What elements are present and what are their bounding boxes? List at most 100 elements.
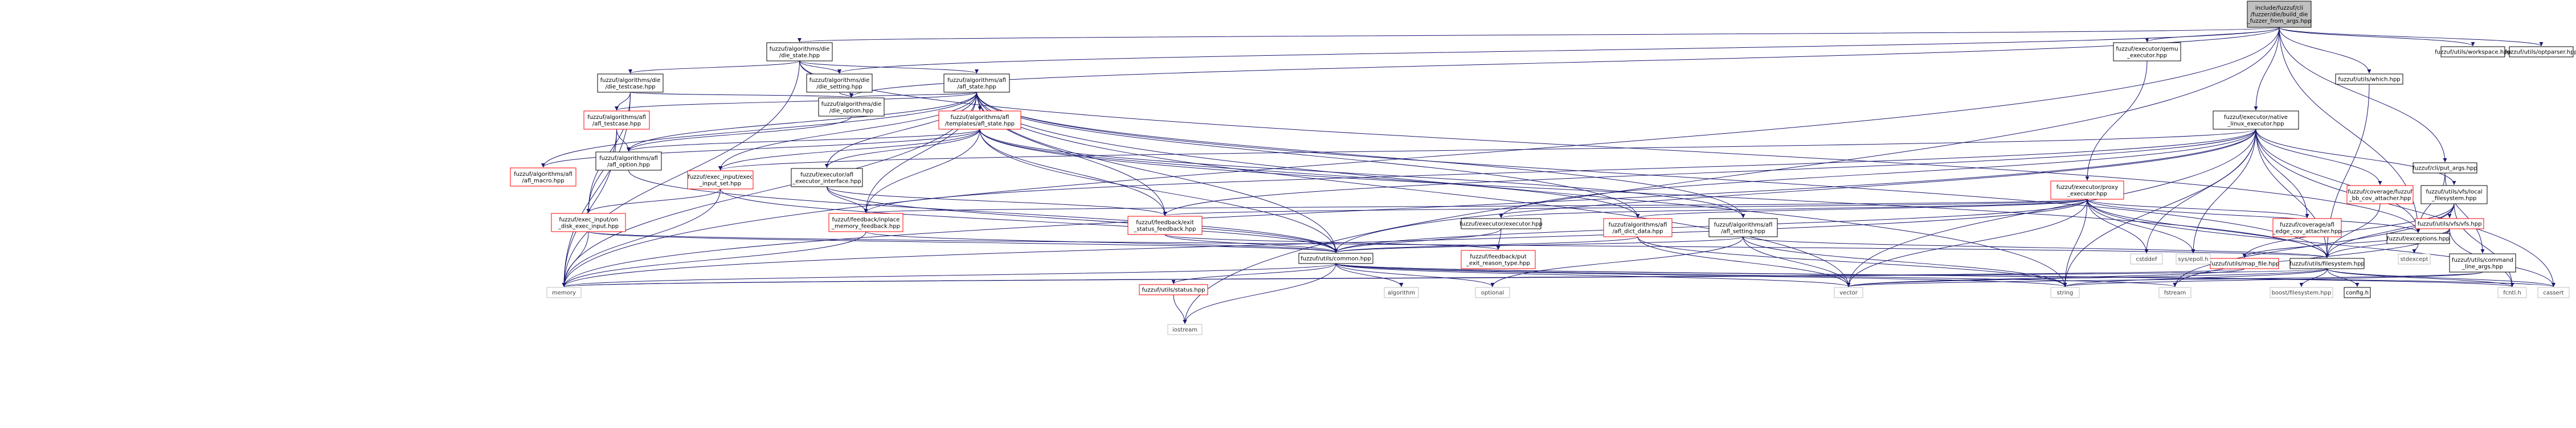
node-box	[1708, 218, 1778, 237]
node-box	[2415, 218, 2484, 229]
node-qemu-executor[interactable]: fuzzuf/executor/qemu_executor.hpp	[2113, 42, 2181, 61]
node-status[interactable]: fuzzuf/utils/status.hpp	[1139, 284, 1208, 295]
node-label-line: cassert	[2543, 290, 2563, 297]
node-box	[551, 213, 626, 232]
edge-root-to-memory	[562, 27, 2280, 287]
edge-proxy-executor-to-exceptions	[2087, 199, 2420, 233]
node-label-line: _disk_exec_input.hpp	[558, 223, 619, 229]
node-exit-reason-type[interactable]: fuzzuf/feedback/put_exit_reason_type.hpp	[1461, 250, 1536, 269]
edge-templates-afl-state-to-afl-macro	[541, 129, 980, 168]
node-die-option[interactable]: fuzzuf/algorithms/die/die_option.hpp	[818, 97, 885, 117]
node-label-line: /die_testcase.hpp	[605, 84, 655, 90]
edge-afl-testcase-to-afl-option	[616, 129, 631, 152]
node-die-testcase[interactable]: fuzzuf/algorithms/die/die_testcase.hpp	[597, 73, 664, 93]
node-bb-cov-attacher[interactable]: fuzzuf/coverage/fuzzuf_bb_cov_attacher.h…	[2346, 185, 2414, 204]
edge-status-to-iostream	[1173, 294, 1187, 324]
node-root[interactable]: include/fuzzuf/cli/fuzzer/die/build_die_…	[2247, 1, 2312, 28]
node-label-line: fuzzuf/feedback/exit	[1136, 220, 1194, 226]
node-label-line: _filesystem.hpp	[2431, 195, 2477, 201]
node-box	[2270, 287, 2333, 298]
node-box	[2213, 110, 2299, 130]
node-die-state[interactable]: fuzzuf/algorithms/die/die_state.hpp	[766, 42, 833, 61]
node-proxy-executor[interactable]: fuzzuf/executor/proxy_executor.hpp	[2050, 180, 2124, 200]
edge-local-filesystem-to-map-file	[2242, 203, 2455, 258]
edge-filesystem-to-config	[2326, 268, 2360, 287]
node-optional: optional	[1475, 287, 1510, 298]
node-vector: vector	[1834, 287, 1863, 298]
node-local-filesystem[interactable]: fuzzuf/utils/vfs/local_filesystem.hpp	[2420, 185, 2488, 204]
node-edge-cov-attacher[interactable]: fuzzuf/coverage/afl_edge_cov_attacher.hp…	[2272, 218, 2342, 237]
node-exec-input-set[interactable]: fuzzuf/exec_input/exec_input_set.hpp	[687, 170, 754, 190]
node-map-file[interactable]: fuzzuf/utils/map_file.hpp	[2210, 258, 2280, 269]
edge-root-to-workspace	[2279, 27, 2475, 47]
node-label-line: fuzzuf/algorithms/afl	[951, 114, 1009, 121]
node-box	[2272, 218, 2342, 237]
node-label-line: fuzzuf/algorithms/afl	[514, 171, 573, 178]
node-label-line: /afl_option.hpp	[607, 162, 650, 168]
edge-proxy-executor-to-exit-status-feedback	[1163, 199, 2088, 216]
node-label-line: _memory_feedback.hpp	[831, 223, 900, 229]
edge-inplace-memory-feedback-to-memory	[562, 231, 866, 287]
node-executor-hpp[interactable]: fuzzuf/executor/executor.hpp	[1459, 218, 1543, 229]
node-box	[583, 110, 650, 130]
node-afl-option[interactable]: fuzzuf/algorithms/afl/afl_option.hpp	[595, 151, 662, 171]
edge-common-to-optional	[1335, 263, 1495, 287]
node-box	[2344, 287, 2371, 298]
node-inplace-memory-feedback[interactable]: fuzzuf/feedback/inplace_memory_feedback.…	[828, 213, 903, 232]
node-command-line-args[interactable]: fuzzuf/utils/command_line_args.hpp	[2449, 253, 2516, 273]
edge-inplace-memory-feedback-to-common	[865, 231, 1338, 253]
node-afl-testcase[interactable]: fuzzuf/algorithms/afl/afl_testcase.hpp	[583, 110, 650, 130]
node-label-line: iostream	[1172, 327, 1197, 334]
node-label-line: fcntl.h	[2503, 290, 2521, 297]
node-label-line: fuzzuf/exceptions.hpp	[2387, 236, 2450, 242]
node-box	[2420, 185, 2488, 204]
edge-root-to-iostream	[1183, 27, 2280, 324]
node-common[interactable]: fuzzuf/utils/common.hpp	[1298, 253, 1373, 264]
node-box	[2050, 180, 2124, 200]
edge-exceptions-to-stdexcept	[2412, 243, 2419, 254]
node-native-linux-executor[interactable]: fuzzuf/executor/native_linux_executor.hp…	[2213, 110, 2299, 130]
edge-die-option-to-afl-option	[627, 116, 852, 152]
node-label-line: /afl_dict_data.hpp	[1612, 228, 1663, 234]
node-disk-exec-input[interactable]: fuzzuf/exec_input/on_disk_exec_input.hpp	[551, 213, 626, 232]
edge-proxy-executor-to-inplace-memory-feedback	[864, 199, 2088, 213]
node-filesystem[interactable]: fuzzuf/utils/filesystem.hpp	[2289, 258, 2365, 269]
edge-executor-hpp-to-exit-reason-type	[1496, 228, 1502, 250]
edge-afl-state-to-afl-macro	[541, 92, 977, 168]
node-label-line: optional	[1481, 290, 1504, 297]
node-which[interactable]: fuzzuf/utils/which.hpp	[2335, 73, 2403, 85]
edge-native-linux-executor-to-exec-input-set	[718, 129, 2256, 171]
edge-executor-interface-to-common	[827, 186, 1338, 253]
edge-afl-state-to-vector	[976, 92, 1851, 287]
edge-filesystem-to-vector	[1846, 268, 2328, 287]
node-workspace[interactable]: fuzzuf/utils/workspace.hpp	[2435, 46, 2511, 57]
node-box	[2130, 253, 2163, 265]
node-afl-dict-data[interactable]: fuzzuf/algorithms/afl/afl_dict_data.hpp	[1603, 218, 1673, 237]
node-label-line: _fuzzer_from_args.hpp	[2247, 18, 2312, 24]
node-afl-state[interactable]: fuzzuf/algorithms/afl/afl_state.hpp	[943, 73, 1010, 93]
node-templates-afl-state[interactable]: fuzzuf/algorithms/afl/templates/afl_stat…	[938, 110, 1021, 130]
edge-common-to-iostream	[1183, 263, 1336, 324]
edge-die-state-to-die-testcase	[628, 60, 800, 74]
node-vfs[interactable]: fuzzuf/utils/vfs/vfs.hpp	[2415, 218, 2484, 229]
node-die-setting[interactable]: fuzzuf/algorithms/die/die_setting.hpp	[806, 73, 873, 93]
edge-disk-exec-input-to-common	[588, 231, 1338, 253]
edge-afl-testcase-to-disk-exec-input	[586, 129, 617, 213]
node-executor-interface[interactable]: fuzzuf/executor/afl_executor_interface.h…	[791, 168, 863, 187]
edge-native-linux-executor-to-exceptions	[2255, 129, 2420, 233]
node-input-args[interactable]: fuzzuf/cli/put_args.hpp	[2413, 162, 2477, 174]
node-box	[2335, 73, 2403, 85]
node-box	[828, 213, 903, 232]
node-afl-setting[interactable]: fuzzuf/algorithms/afl/afl_setting.hpp	[1708, 218, 1778, 237]
node-exit-status-feedback[interactable]: fuzzuf/feedback/exit_status_feedback.hpp	[1127, 216, 1203, 235]
node-label-line: fuzzuf/utils/command	[2452, 257, 2513, 264]
node-label-line: fuzzuf/utils/vfs/local	[2426, 189, 2482, 195]
node-box	[546, 287, 582, 298]
node-optparser[interactable]: fuzzuf/utils/optparser.hpp	[2505, 46, 2576, 57]
node-exceptions[interactable]: fuzzuf/exceptions.hpp	[2386, 233, 2450, 244]
node-label-line: string	[2057, 290, 2074, 297]
node-config[interactable]: config.h	[2344, 287, 2371, 298]
edge-root-to-native-linux-executor	[2254, 27, 2280, 111]
node-afl-macro[interactable]: fuzzuf/algorithms/afl/afl_macro.hpp	[510, 167, 576, 187]
node-box	[1127, 216, 1203, 235]
